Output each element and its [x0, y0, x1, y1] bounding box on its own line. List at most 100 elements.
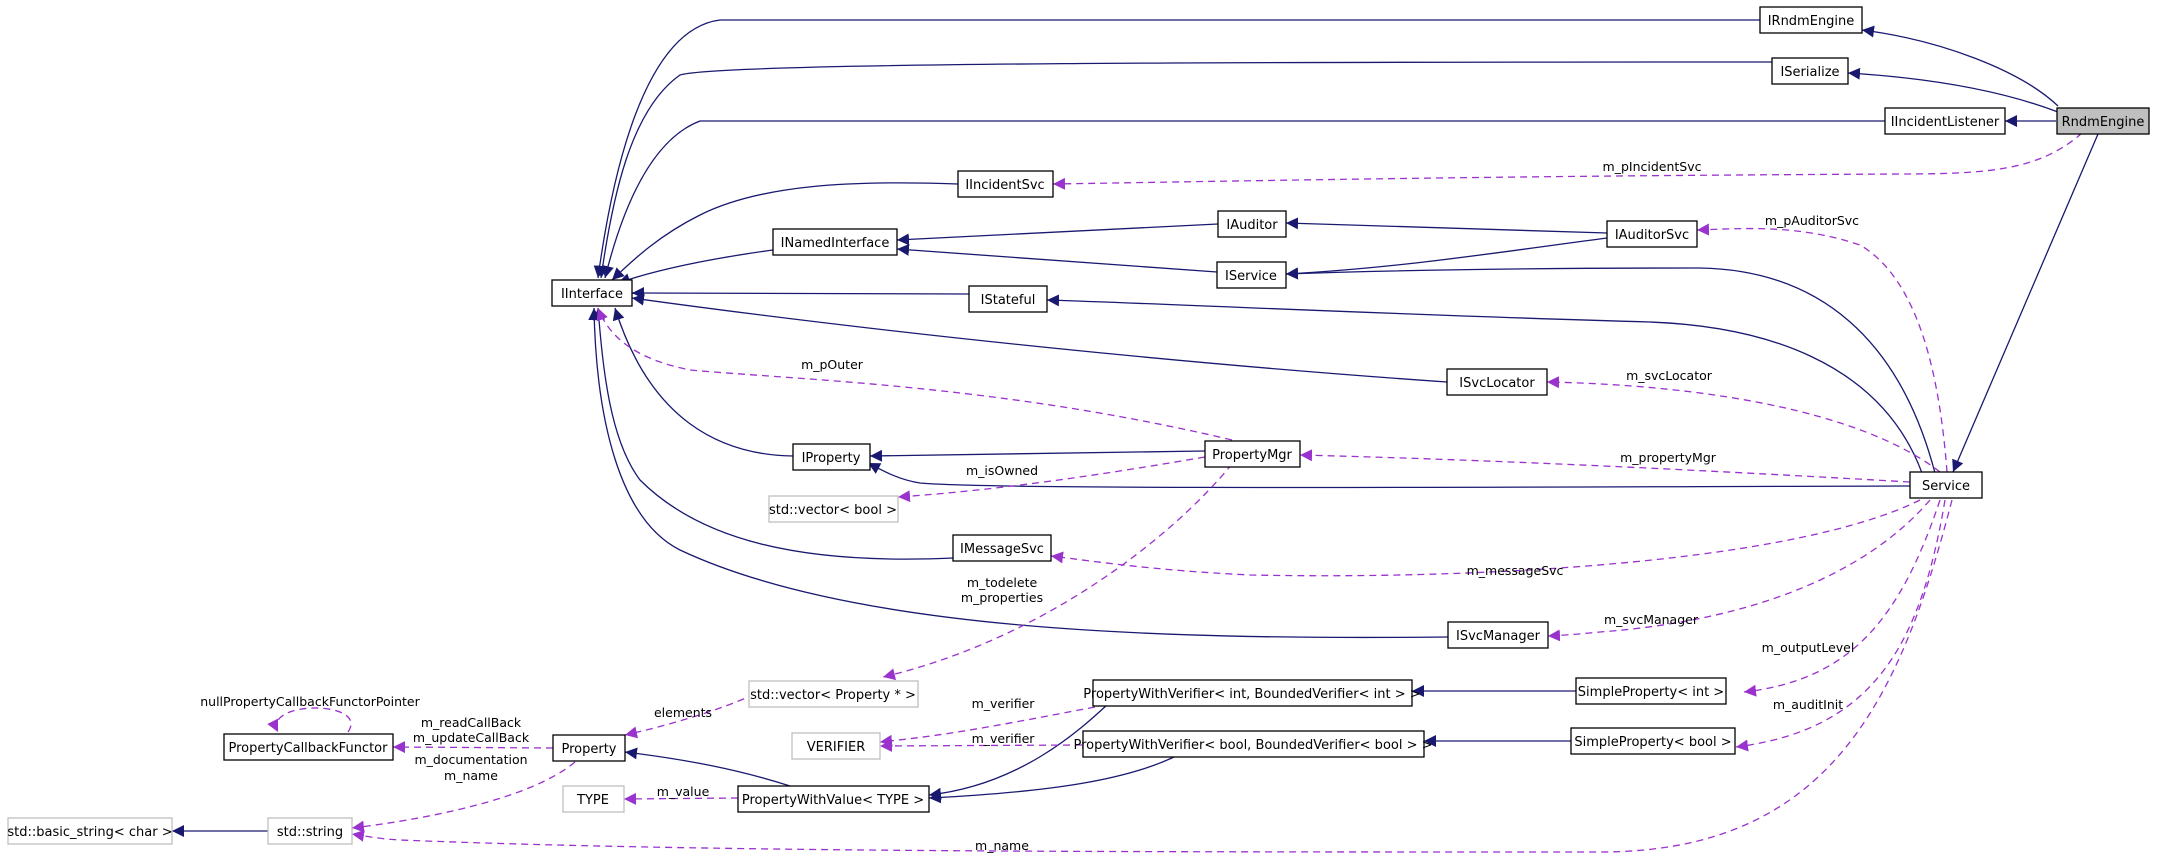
- edge-label-m-isowned: m_isOwned: [966, 463, 1038, 478]
- nodes: RndmEngine IRndmEngine ISerialize IIncid…: [7, 6, 2150, 845]
- edge-propertymgr-vectorproperty: [882, 463, 1233, 681]
- node-label: IIncidentSvc: [965, 178, 1044, 193]
- node-label: IInterface: [561, 287, 623, 302]
- usage-edges: [267, 132, 2083, 853]
- edge-pwvint-verifier: [879, 706, 1096, 747]
- node-label: VERIFIER: [807, 740, 866, 755]
- edge-iincidentsvc-iinterface: [611, 182, 959, 281]
- node-vector-bool[interactable]: std::vector< bool >: [768, 495, 899, 523]
- edge-iproperty-iinterface: [612, 307, 794, 457]
- edge-iauditorsvc-iauditor: [1285, 217, 1608, 234]
- edge-label-m-propertymgr: m_propertyMgr: [1620, 450, 1717, 465]
- edge-property-propertycallbackfunctor: [392, 741, 554, 754]
- edge-iauditorsvc-iservice: [1285, 237, 1608, 280]
- edge-label-m-updatecallback: m_updateCallBack: [413, 730, 530, 745]
- edge-propertywithvalue-property: [624, 747, 791, 787]
- node-basic-string[interactable]: std::basic_string< char >: [7, 817, 173, 845]
- edge-propertymgr-iinterface: [596, 307, 1233, 441]
- node-inamedinterface[interactable]: INamedInterface: [772, 228, 898, 256]
- edge-iserialize-iinterface: [596, 61, 1773, 279]
- edge-service-isvcmanager: [1547, 499, 1931, 642]
- node-propertywithvalue[interactable]: PropertyWithValue< TYPE >: [737, 785, 930, 813]
- node-imessagesvc[interactable]: IMessageSvc: [952, 534, 1052, 562]
- node-istateful[interactable]: IStateful: [968, 285, 1048, 313]
- edge-pwvbool-verifier: [879, 739, 1083, 752]
- node-iserialize[interactable]: ISerialize: [1771, 57, 1849, 85]
- edge-service-iproperty: [867, 462, 1911, 489]
- edge-service-iauditorsvc: [1696, 223, 1948, 473]
- node-pwv-bool[interactable]: PropertyWithVerifier< bool, BoundedVerif…: [1073, 730, 1433, 758]
- edge-label-m-todelete: m_todelete: [967, 575, 1038, 590]
- node-label: std::basic_string< char >: [7, 825, 172, 840]
- edge-service-imessagesvc: [1050, 499, 1921, 577]
- node-label: ISerialize: [1780, 65, 1839, 80]
- node-vector-property[interactable]: std::vector< Property * >: [748, 680, 919, 708]
- node-iauditor[interactable]: IAuditor: [1217, 210, 1287, 238]
- node-iinterface[interactable]: IInterface: [551, 279, 633, 307]
- node-label: std::vector< bool >: [769, 503, 897, 518]
- node-service[interactable]: Service: [1909, 471, 1983, 499]
- edge-label-m-value: m_value: [657, 784, 710, 799]
- node-label: IProperty: [802, 451, 861, 466]
- node-label: SimpleProperty< int >: [1578, 685, 1724, 700]
- edge-label-m-properties: m_properties: [961, 590, 1043, 605]
- node-label: ISvcLocator: [1459, 376, 1535, 391]
- node-simpleproperty-bool[interactable]: SimpleProperty< bool >: [1570, 727, 1736, 755]
- edge-label-m-pincidentsvc: m_pIncidentSvc: [1603, 159, 1702, 174]
- node-isvcmanager[interactable]: ISvcManager: [1447, 621, 1549, 649]
- edge-vectorproperty-property: [624, 693, 756, 739]
- edge-property-stdstring: [351, 761, 576, 833]
- node-label: IStateful: [981, 293, 1036, 308]
- node-label: PropertyWithVerifier< bool, BoundedVerif…: [1073, 738, 1432, 753]
- node-label: std::string: [277, 825, 343, 840]
- node-pwv-int[interactable]: PropertyWithVerifier< int, BoundedVerifi…: [1083, 679, 1421, 707]
- edge-label-m-name-2: m_name: [975, 838, 1029, 853]
- edge-iincidentlistener-iinterface: [602, 120, 1885, 279]
- node-iincidentlistener[interactable]: IIncidentListener: [1884, 107, 2006, 135]
- node-irndmengine[interactable]: IRndmEngine: [1759, 6, 1863, 34]
- node-property[interactable]: Property: [552, 734, 626, 762]
- node-propertymgr[interactable]: PropertyMgr: [1204, 440, 1301, 468]
- edge-pwvbool-propertywithvalue: [928, 753, 1181, 804]
- edge-label-m-messagesvc: m_messageSvc: [1467, 563, 1564, 578]
- node-type[interactable]: TYPE: [562, 785, 625, 813]
- edge-istateful-iinterface: [631, 287, 970, 300]
- edge-isvclocator-iinterface: [631, 293, 1448, 383]
- node-simpleproperty-int[interactable]: SimpleProperty< int >: [1575, 677, 1727, 705]
- edge-label-m-svclocator: m_svcLocator: [1626, 368, 1713, 383]
- edge-label-elements: elements: [654, 705, 712, 720]
- edge-labels: m_pIncidentSvc m_pAuditorSvc m_svcLocato…: [200, 159, 1859, 853]
- edge-imessagesvc-iinterface: [592, 307, 954, 560]
- edge-rndmengine-irndmengine: [1861, 25, 2059, 107]
- edge-rndmengine-iincidentsvc: [1052, 132, 2083, 190]
- node-label: Property: [561, 742, 616, 757]
- edge-rndmengine-iserialize: [1847, 67, 2059, 113]
- edge-propertymgr-iproperty: [869, 449, 1206, 462]
- edge-label-m-svcmanager: m_svcManager: [1604, 612, 1699, 627]
- edge-service-iservice: [1285, 267, 1936, 474]
- node-label: Service: [1922, 479, 1970, 494]
- node-label: PropertyMgr: [1212, 448, 1292, 463]
- edge-inamedinterface-iinterface: [617, 249, 774, 285]
- edge-label-m-documentation: m_documentation: [414, 752, 527, 767]
- node-propertycallbackfunctor[interactable]: PropertyCallbackFunctor: [223, 733, 394, 761]
- node-std-string[interactable]: std::string: [267, 817, 353, 845]
- node-iproperty[interactable]: IProperty: [792, 443, 871, 471]
- node-label: IAuditor: [1226, 218, 1278, 233]
- node-label: INamedInterface: [781, 236, 890, 251]
- node-label: PropertyCallbackFunctor: [229, 741, 389, 756]
- node-verifier[interactable]: VERIFIER: [791, 732, 881, 760]
- node-iincidentsvc[interactable]: IIncidentSvc: [957, 170, 1054, 198]
- node-label: IAuditorSvc: [1615, 228, 1689, 243]
- edge-service-isvclocator: [1546, 376, 1941, 473]
- edge-propertycallbackfunctor-self: [267, 707, 352, 733]
- node-iservice[interactable]: IService: [1216, 261, 1287, 289]
- edge-rndmengine-service: [1952, 133, 2099, 473]
- node-rndmengine[interactable]: RndmEngine: [2056, 107, 2150, 135]
- node-iauditorsvc[interactable]: IAuditorSvc: [1606, 220, 1698, 248]
- node-isvclocator[interactable]: ISvcLocator: [1446, 368, 1548, 396]
- edge-propertymgr-vectorbool: [897, 456, 1206, 503]
- edge-iauditor-inamedinterface: [896, 223, 1219, 246]
